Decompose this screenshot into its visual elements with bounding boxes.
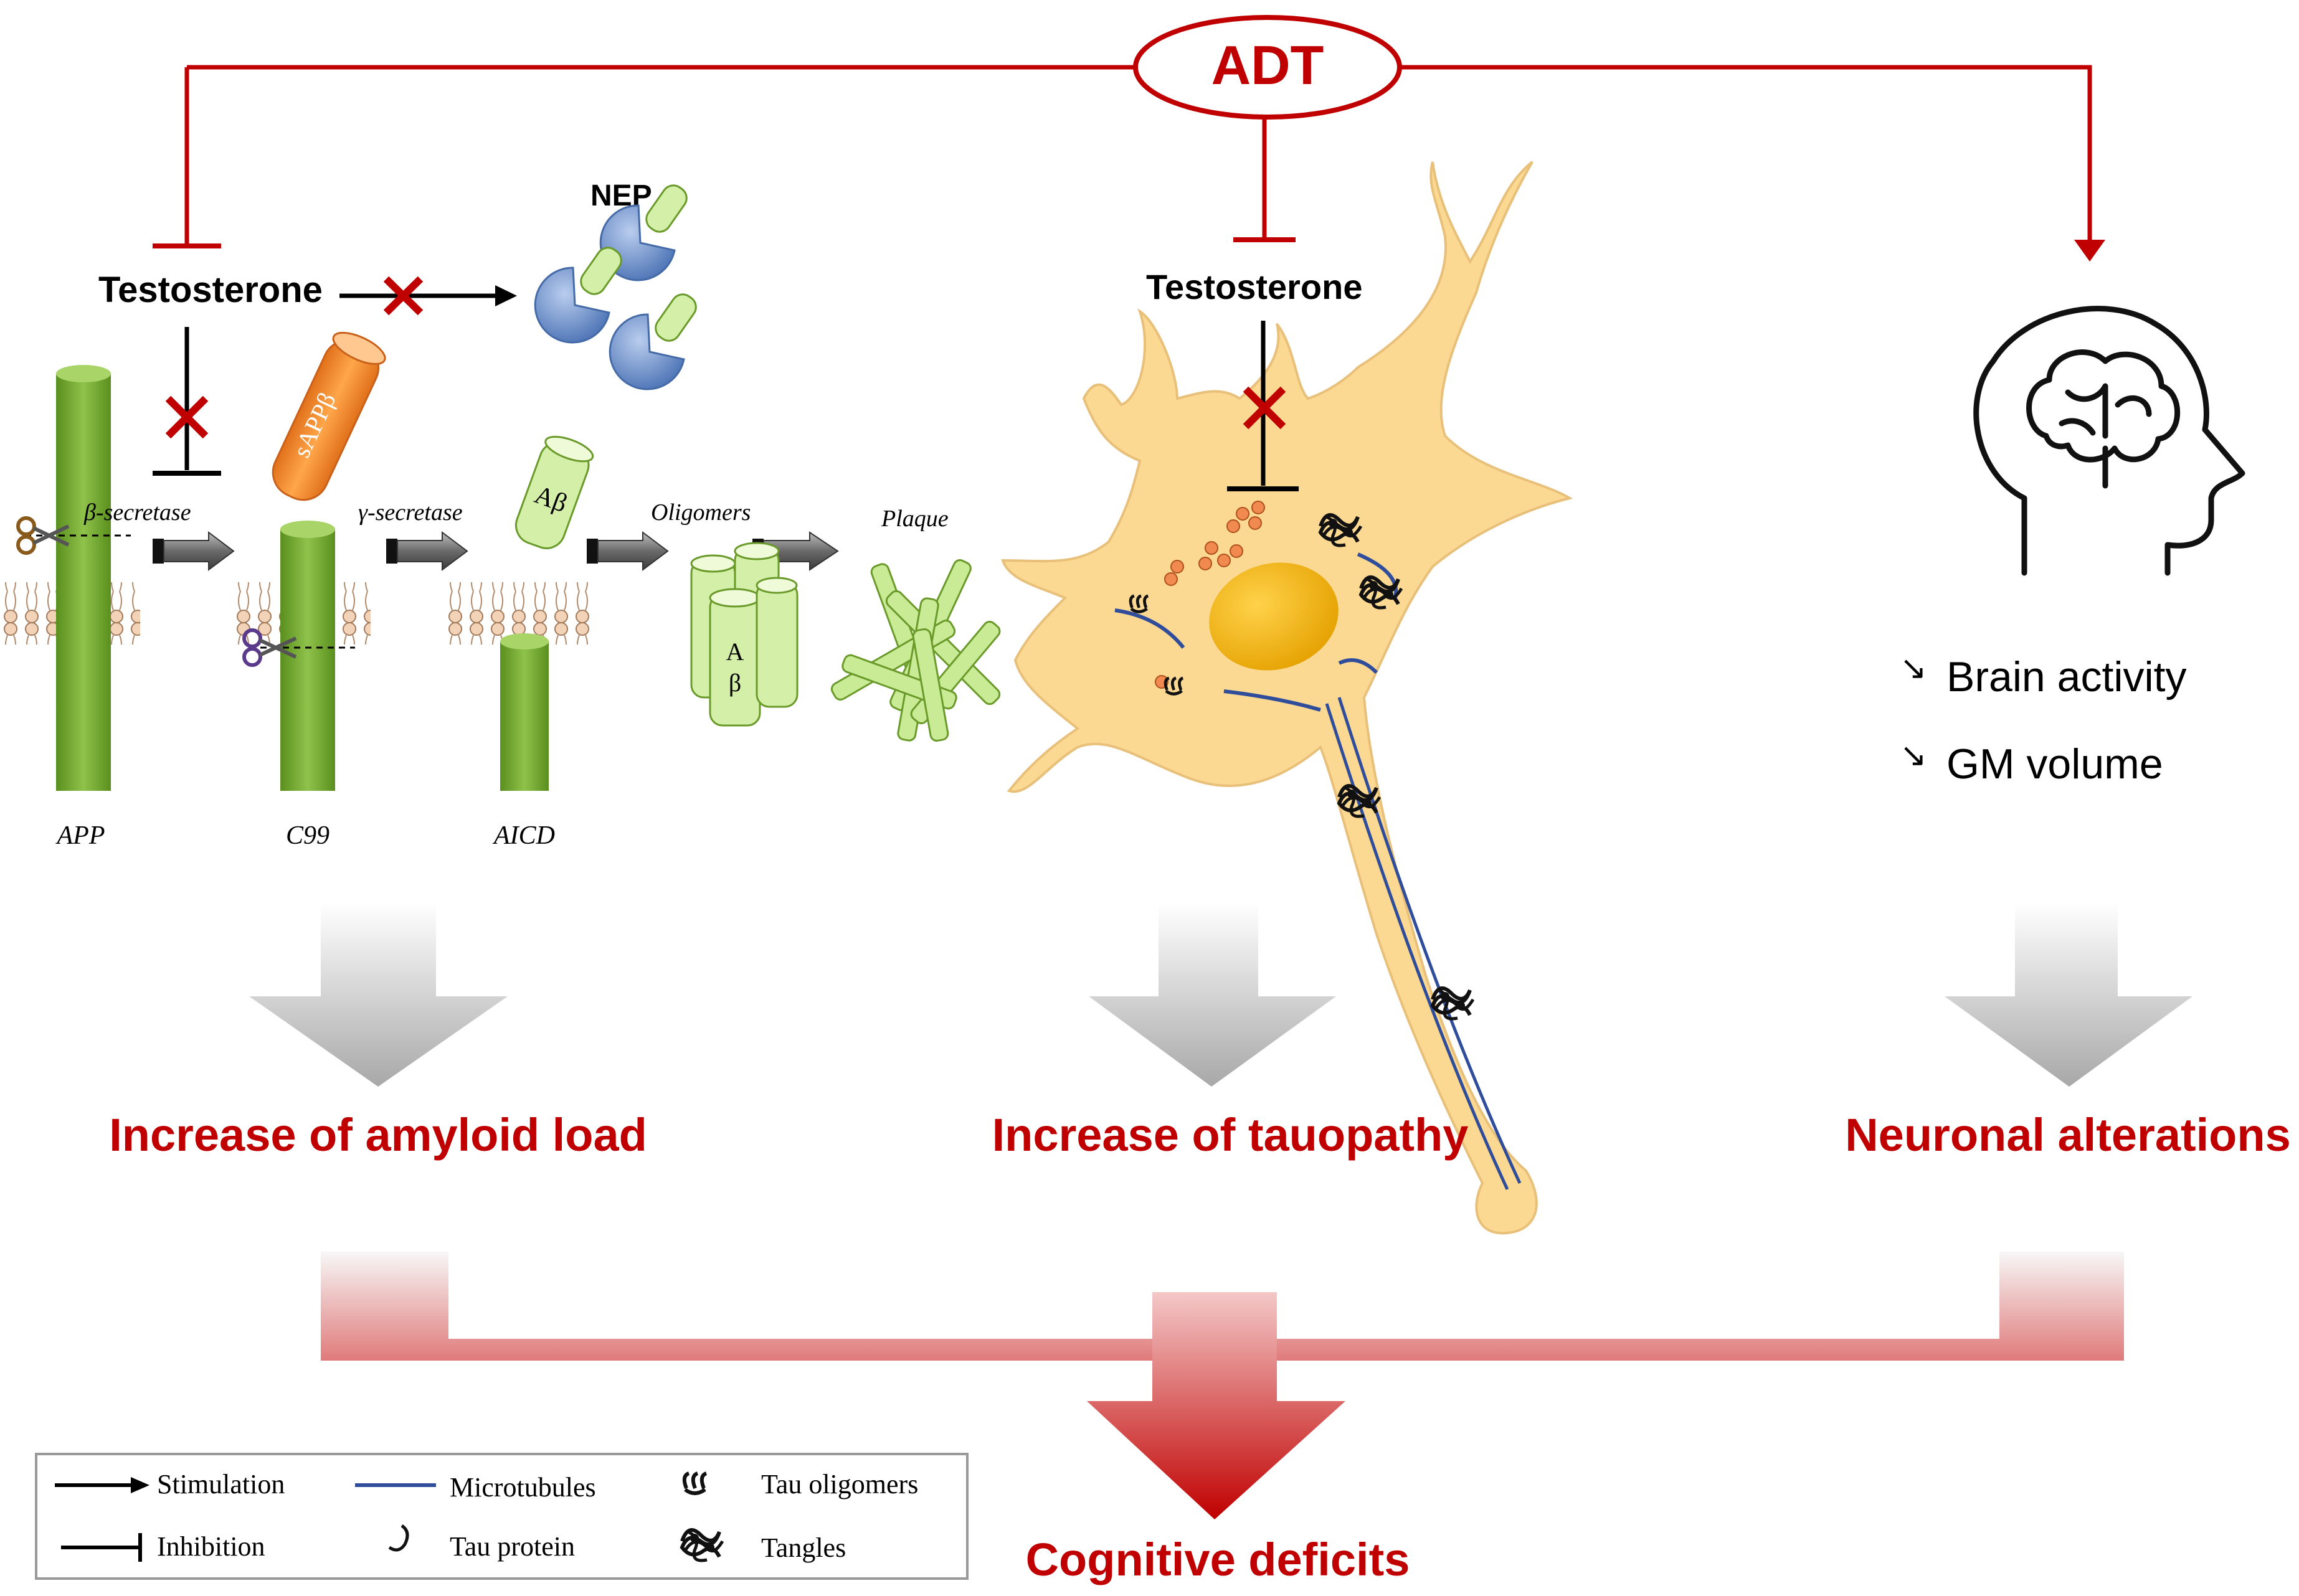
- brain-head-icon: [1973, 306, 2245, 576]
- neuronal-outcome-label: Neuronal alterations: [1845, 1109, 2291, 1161]
- amyloid-pathway: Testosterone NEP sAPPβ: [0, 179, 1001, 1161]
- legend-stimulation-label: Stimulation: [157, 1469, 285, 1499]
- amyloid-outcome-label: Increase of amyloid load: [109, 1109, 647, 1161]
- brain-activity-label: Brain activity: [1946, 653, 2186, 701]
- neuron-illustration: [1001, 161, 1573, 1235]
- gm-volume-arrow: ↘: [1900, 737, 1927, 773]
- down-arrow-neuronal: [1945, 903, 2192, 1087]
- sappb-fragment: sAPPβ: [272, 331, 386, 501]
- brain-activity-arrow: ↘: [1900, 650, 1927, 686]
- process-arrow: [153, 531, 235, 571]
- testosterone-label-left: Testosterone: [98, 270, 323, 310]
- c99-label: C99: [286, 821, 329, 850]
- down-arrow-cognitive: [1087, 1292, 1345, 1519]
- aicd-fragment: AICD: [492, 633, 555, 850]
- legend-stimulation: Stimulation: [55, 1469, 285, 1499]
- tau-protein-cluster: [1155, 501, 1265, 689]
- legend-inhibition-label: Inhibition: [157, 1531, 265, 1562]
- amyloid-plaque: [830, 559, 1001, 742]
- legend-tau-protein-label: Tau protein: [450, 1531, 575, 1562]
- down-arrow-amyloid: [249, 903, 508, 1087]
- down-arrow-tau: [1089, 903, 1336, 1087]
- nucleus: [1209, 562, 1339, 671]
- legend: Stimulation Inhibition Microtubules Tau …: [35, 1453, 969, 1580]
- legend-tau-protein: Tau protein: [388, 1524, 575, 1562]
- gm-volume-label: GM volume: [1946, 740, 2163, 788]
- adt-ellipse: [1133, 15, 1402, 120]
- tau-outcome-label: Increase of tauopathy: [992, 1109, 1469, 1161]
- scissors-icon: [242, 628, 297, 667]
- legend-microtubules-label: Microtubules: [450, 1472, 596, 1503]
- nep-enzyme: [534, 184, 697, 390]
- gamma-secretase-label: γ-secretase: [358, 499, 463, 526]
- legend-microtubules: Microtubules: [355, 1472, 596, 1503]
- legend-tangles: Tangles: [682, 1530, 846, 1563]
- app-label: APP: [55, 821, 105, 850]
- aicd-label: AICD: [492, 821, 555, 850]
- nep-label: NEP: [590, 179, 652, 212]
- legend-inhibition: Inhibition: [61, 1531, 265, 1562]
- testosterone-label-center: Testosterone: [1146, 267, 1362, 306]
- legend-tangles-label: Tangles: [761, 1532, 846, 1563]
- legend-tau-oligomers: Tau oligomers: [685, 1469, 918, 1499]
- plaque-label: Plaque: [881, 506, 949, 532]
- c99-fragment: C99: [242, 521, 355, 850]
- oligomers-label: Oligomers: [651, 499, 751, 526]
- oligomer-abeta-b: β: [729, 669, 741, 697]
- tau-pathway: Testosterone Increase of tauopathy: [992, 161, 1573, 1235]
- oligomer-abeta-a: A: [726, 638, 744, 666]
- tau-protein-icon: [388, 1524, 409, 1552]
- scissors-icon: [16, 516, 70, 555]
- beta-secretase-label: β-secretase: [83, 499, 191, 526]
- app-protein: APP: [16, 365, 131, 850]
- cognitive-deficits-label: Cognitive deficits: [1026, 1534, 1410, 1585]
- process-arrow: [587, 531, 669, 571]
- abeta-monomer: Aβ: [515, 435, 594, 549]
- process-arrow: [386, 531, 468, 571]
- neuronal-pathway: ↘ Brain activity ↘ GM volume Neuronal al…: [1845, 306, 2291, 1161]
- abeta-oligomer: [690, 542, 799, 727]
- adt-label: ADT: [1211, 34, 1324, 96]
- adt-control: ADT: [153, 15, 2105, 262]
- legend-tau-oligomers-label: Tau oligomers: [761, 1469, 918, 1499]
